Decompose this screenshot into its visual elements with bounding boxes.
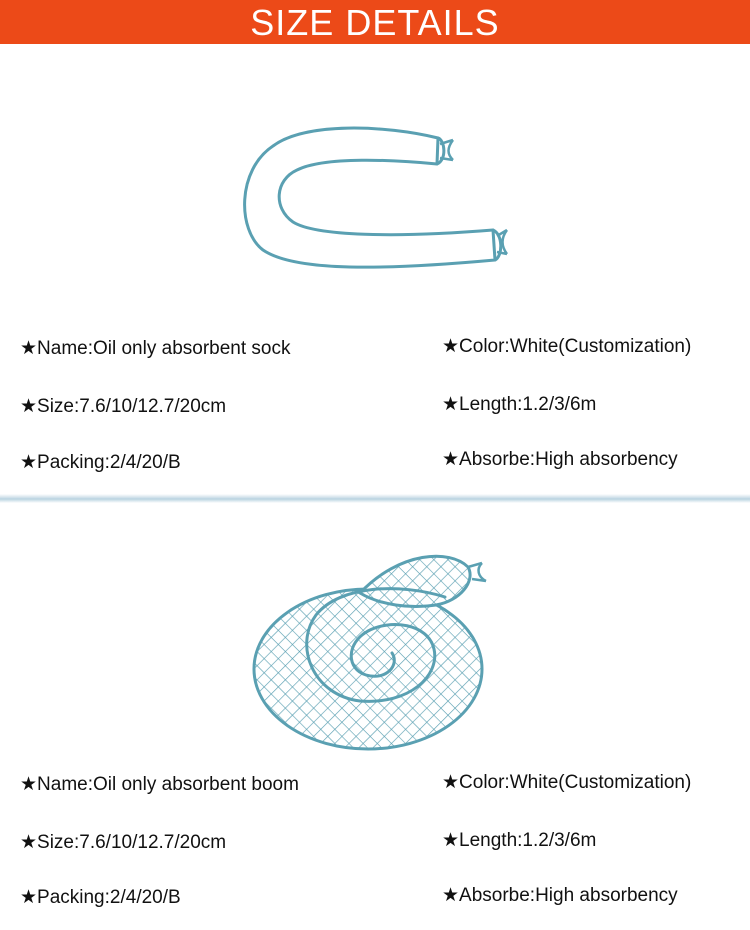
oil-sock-icon: [243, 126, 509, 269]
boom-name: ★Name:Oil only absorbent boom: [20, 774, 299, 795]
sock-packing: ★Packing:2/4/20/B: [20, 452, 181, 473]
sock-name: ★Name:Oil only absorbent sock: [20, 338, 291, 359]
boom-packing: ★Packing:2/4/20/B: [20, 887, 181, 908]
section-divider: [0, 494, 750, 503]
boom-color: ★Color:White(Customization): [442, 772, 692, 793]
boom-size: ★Size:7.6/10/12.7/20cm: [20, 832, 227, 853]
oil-boom-icon: [252, 554, 487, 751]
boom-length: ★Length:1.2/3/6m: [442, 830, 597, 851]
banner-title: SIZE DETAILS: [250, 2, 500, 43]
sock-color: ★Color:White(Customization): [442, 336, 692, 357]
sock-absorbe: ★Absorbe:High absorbency: [442, 449, 678, 470]
size-details-banner: SIZE DETAILS: [0, 0, 750, 44]
sock-size: ★Size:7.6/10/12.7/20cm: [20, 396, 227, 417]
boom-absorbe: ★Absorbe:High absorbency: [442, 885, 678, 906]
sock-length: ★Length:1.2/3/6m: [442, 394, 597, 415]
